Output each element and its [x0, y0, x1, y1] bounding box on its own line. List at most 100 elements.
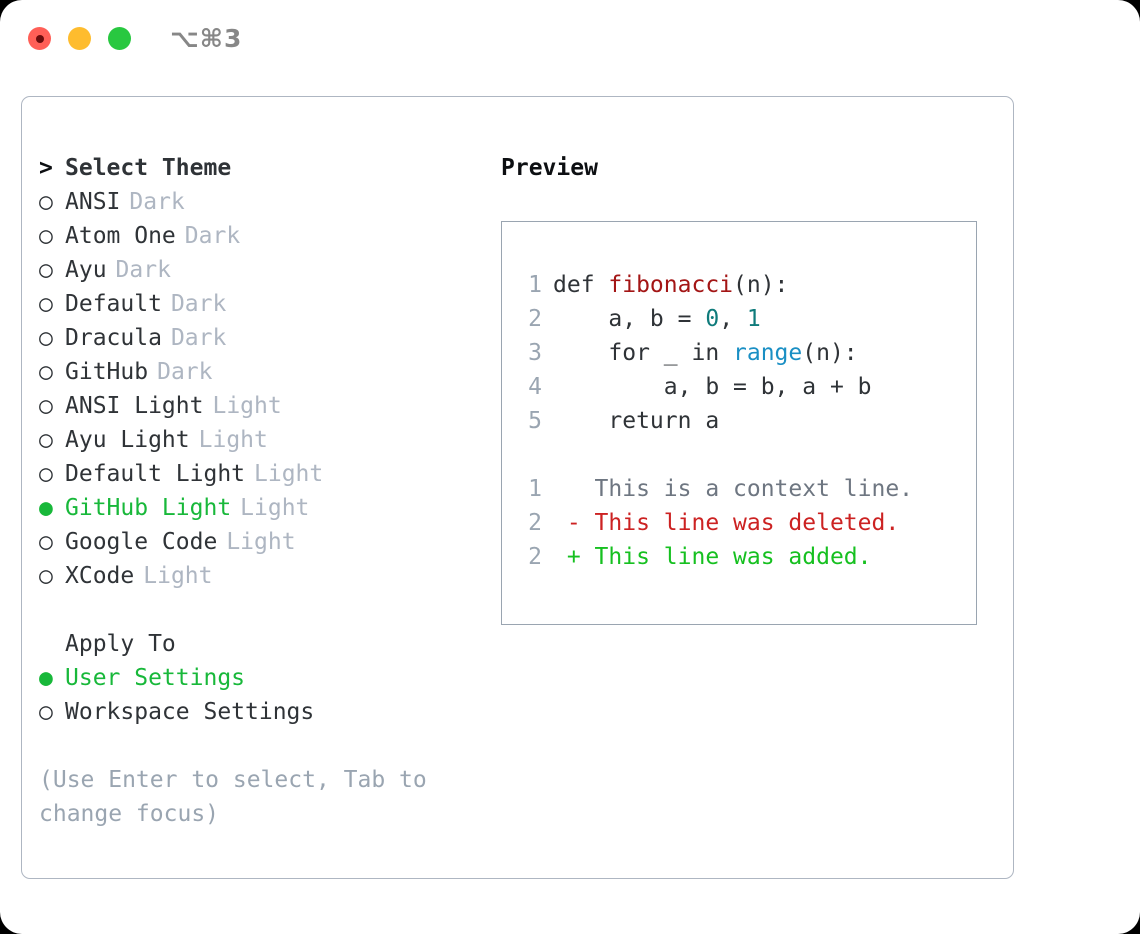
theme-category: Dark: [170, 325, 227, 351]
close-button[interactable]: [28, 27, 51, 50]
code-token: (n):: [733, 272, 789, 298]
line-number: 2: [528, 510, 542, 536]
theme-list-item[interactable]: ○ XCode Light: [39, 559, 479, 593]
radio-selected-icon: ●: [39, 665, 53, 691]
theme-name: Ayu Light: [65, 427, 190, 453]
cursor-marker-icon: >: [39, 155, 53, 181]
title-bar: ⌥⌘3: [0, 0, 1140, 78]
code-token: 0: [705, 306, 720, 332]
diff-line: 2 + This line was added.: [518, 540, 976, 574]
theme-name: GitHub Light: [65, 495, 232, 521]
diff-text: - This line was deleted.: [553, 510, 900, 536]
theme-category: Dark: [157, 359, 213, 385]
theme-name: ANSI: [65, 189, 121, 215]
line-number: 4: [528, 374, 542, 400]
theme-list-item[interactable]: ○ Default Dark: [39, 287, 479, 321]
theme-category: Light: [212, 393, 282, 419]
code-line: 4 a, b = b, a + b: [518, 370, 976, 404]
theme-name: Default Light: [65, 461, 246, 487]
diff-line: 2 - This line was deleted.: [518, 506, 976, 540]
radio-unselected-icon: ○: [39, 427, 53, 453]
radio-unselected-icon: ○: [39, 393, 53, 419]
theme-category: Dark: [129, 189, 185, 215]
theme-name: Google Code: [65, 529, 218, 555]
list-spacer: [39, 593, 479, 627]
code-token: a, b =: [553, 306, 706, 332]
select-theme-header: > Select Theme: [39, 151, 479, 185]
radio-unselected-icon: ○: [39, 189, 53, 215]
code-line: 2 a, b = 0, 1: [518, 302, 976, 336]
preview-title: Preview: [501, 155, 598, 181]
code-token: for _ in: [553, 340, 734, 366]
theme-name: Ayu: [65, 257, 107, 283]
theme-category: Light: [240, 495, 310, 521]
apply-to-item[interactable]: ● User Settings: [39, 661, 479, 695]
theme-name: Default: [65, 291, 162, 317]
apply-to-header: Apply To: [39, 627, 479, 661]
radio-unselected-icon: ○: [39, 529, 53, 555]
keyboard-shortcut-label: ⌥⌘3: [170, 24, 243, 53]
radio-unselected-icon: ○: [39, 461, 53, 487]
code-line: 5 return a: [518, 404, 976, 438]
minimize-button[interactable]: [68, 27, 91, 50]
radio-selected-icon: ●: [39, 495, 53, 521]
theme-name: Dracula: [65, 325, 162, 351]
radio-unselected-icon: ○: [39, 563, 53, 589]
maximize-button[interactable]: [108, 27, 131, 50]
theme-list-item[interactable]: ○ Ayu Light Light: [39, 423, 479, 457]
code-token: return a: [553, 408, 720, 434]
theme-list-item[interactable]: ○ Dracula Dark: [39, 321, 479, 355]
line-number: 2: [528, 306, 542, 332]
help-text: (Use Enter to select, Tab to change focu…: [39, 767, 427, 827]
code-token: range: [733, 340, 803, 366]
radio-unselected-icon: ○: [39, 699, 53, 725]
radio-unselected-icon: ○: [39, 291, 53, 317]
theme-list-item[interactable]: ○ ANSI Dark: [39, 185, 479, 219]
line-number: 1: [528, 272, 542, 298]
diff-text: This is a context line.: [553, 476, 914, 502]
theme-category: Dark: [170, 291, 227, 317]
line-number: 5: [528, 408, 542, 434]
theme-name: ANSI Light: [65, 393, 204, 419]
theme-list-item[interactable]: ● GitHub Light Light: [39, 491, 479, 525]
code-token: a, b = b, a + b: [553, 374, 872, 400]
code-token: def: [553, 272, 609, 298]
theme-category: Light: [198, 427, 268, 453]
code-line: 1 def fibonacci(n):: [518, 268, 976, 302]
theme-name: Atom One: [65, 223, 176, 249]
theme-list-item[interactable]: ○ ANSI Light Light: [39, 389, 479, 423]
code-line: 3 for _ in range(n):: [518, 336, 976, 370]
radio-unselected-icon: ○: [39, 257, 53, 283]
diff-text: + This line was added.: [553, 544, 872, 570]
theme-list-item[interactable]: ○ GitHub Dark: [39, 355, 479, 389]
apply-to-label: User Settings: [65, 665, 246, 691]
diff-sample: 1 This is a context line.2 - This line w…: [518, 472, 976, 574]
code-token: (n):: [802, 340, 858, 366]
select-theme-title: Select Theme: [65, 155, 232, 181]
code-token: fibonacci: [608, 272, 734, 298]
theme-name: XCode: [65, 563, 135, 589]
radio-unselected-icon: ○: [39, 325, 53, 351]
theme-category: Light: [143, 563, 213, 589]
line-number: 3: [528, 340, 542, 366]
line-number: 1: [528, 476, 542, 502]
code-token: 1: [746, 306, 761, 332]
code-token: ,: [719, 306, 747, 332]
apply-to-label: Workspace Settings: [65, 699, 315, 725]
radio-unselected-icon: ○: [39, 359, 53, 385]
diff-line: 1 This is a context line.: [518, 472, 976, 506]
line-number: 2: [528, 544, 542, 570]
apply-to-item[interactable]: ○ Workspace Settings: [39, 695, 479, 729]
theme-name: GitHub: [65, 359, 149, 385]
